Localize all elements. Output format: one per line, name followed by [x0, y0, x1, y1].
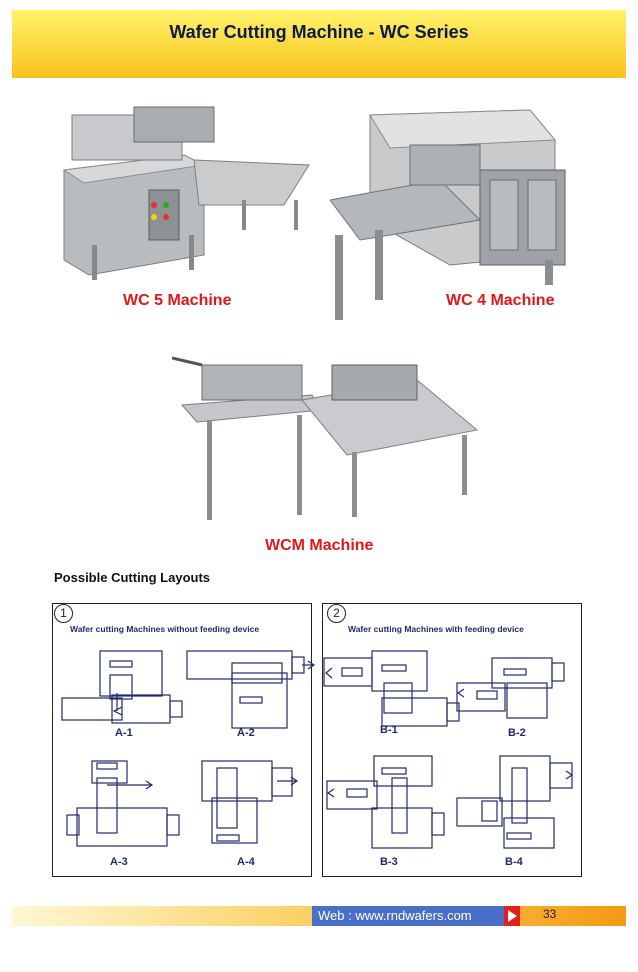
layout-diagrams — [61, 650, 574, 849]
diagram-label-a2: A-2 — [237, 727, 255, 739]
layout-panel-2 — [322, 603, 582, 877]
page-number: 33 — [543, 907, 557, 921]
panel-1-title: Wafer cutting Machines without feeding d… — [70, 624, 260, 634]
diagram-label-b4: B-4 — [505, 856, 523, 868]
wcm-machine-photo — [172, 340, 487, 525]
header-banner — [12, 10, 626, 78]
wcm-caption: WCM Machine — [265, 537, 374, 554]
page-title: Wafer Cutting Machine - WC Series — [169, 22, 469, 42]
diagram-label-b1: B-1 — [380, 724, 398, 736]
layout-panel-1 — [52, 603, 312, 877]
section-heading: Possible Cutting Layouts — [54, 570, 211, 585]
play-arrow-icon — [504, 906, 520, 926]
diagram-label-a4: A-4 — [237, 856, 255, 868]
wc4-machine-photo — [330, 100, 585, 330]
diagram-label-b3: B-3 — [380, 856, 398, 868]
panel-1-number: 1 — [54, 604, 73, 623]
diagram-label-b2: B-2 — [508, 727, 526, 739]
website-link[interactable]: Web : www.rndwafers.com — [312, 906, 504, 926]
wc5-caption: WC 5 Machine — [123, 292, 232, 309]
wc5-machine-photo — [54, 95, 319, 290]
wc4-caption: WC 4 Machine — [446, 292, 555, 309]
diagram-label-a1: A-1 — [115, 727, 133, 739]
diagram-label-a3: A-3 — [110, 856, 128, 868]
panel-2-number: 2 — [327, 604, 346, 623]
panel-2-title: Wafer cutting Machines with feeding devi… — [348, 624, 524, 634]
